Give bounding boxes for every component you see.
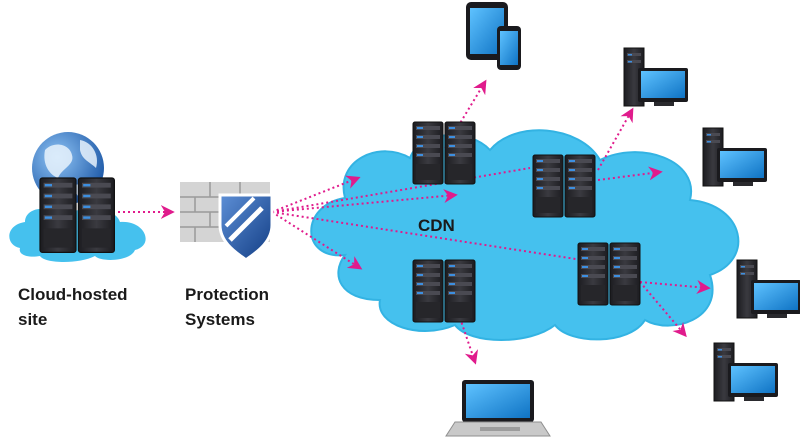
arrow-protection-to-cdn-bottom xyxy=(271,211,363,270)
protection-label-line-2: Systems xyxy=(185,310,255,329)
origin-label-line-2: site xyxy=(18,310,48,329)
monitor-icon-1 xyxy=(623,47,689,107)
cdn-cloud xyxy=(310,129,740,341)
arrow-protection-to-cdn-right-top xyxy=(271,167,531,213)
connections xyxy=(118,79,711,365)
arrow-protection-to-cdn-mid xyxy=(271,189,458,213)
origin-label: Cloud-hosted site xyxy=(18,282,128,332)
arrow-cdn-to-desktop-1 xyxy=(597,107,634,171)
shield-icon xyxy=(218,193,274,263)
monitor-icon-3 xyxy=(736,259,800,319)
arrow-cdn-to-desktop-3 xyxy=(639,280,711,294)
cdn-label: CDN xyxy=(418,216,455,235)
origin-cloud xyxy=(9,208,146,262)
protection-label-line-1: Protection xyxy=(185,285,270,304)
arrow-protection-to-cdn-top xyxy=(271,175,361,213)
arrow-cdn-to-desktop-4 xyxy=(639,281,687,338)
arrow-cdn-to-desktop-2 xyxy=(597,166,663,181)
monitor-icon-2 xyxy=(702,127,768,187)
protection-label: Protection Systems xyxy=(185,282,269,332)
laptop-icon xyxy=(445,380,551,437)
monitor-icon-4 xyxy=(713,342,779,402)
origin-label-line-1: Cloud-hosted xyxy=(18,285,128,304)
smartphone-icon xyxy=(497,26,521,70)
